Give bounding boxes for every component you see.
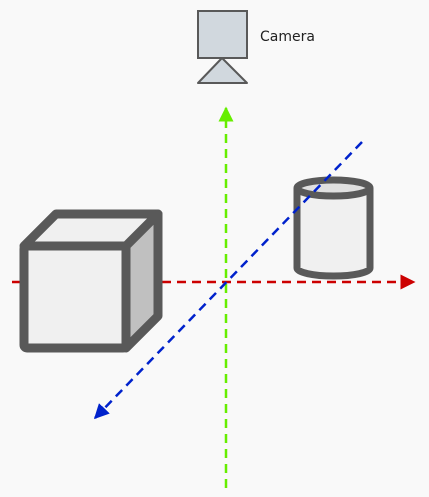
camera-lens (197, 57, 248, 84)
cube-front-face (19, 241, 131, 353)
camera-body (197, 10, 248, 59)
camera-icon (197, 10, 248, 84)
cylinder-top (293, 176, 374, 200)
z-axis (93, 141, 363, 420)
cube-object (19, 209, 163, 353)
cylinder-object (293, 176, 374, 280)
camera-label: Camera (260, 29, 315, 45)
